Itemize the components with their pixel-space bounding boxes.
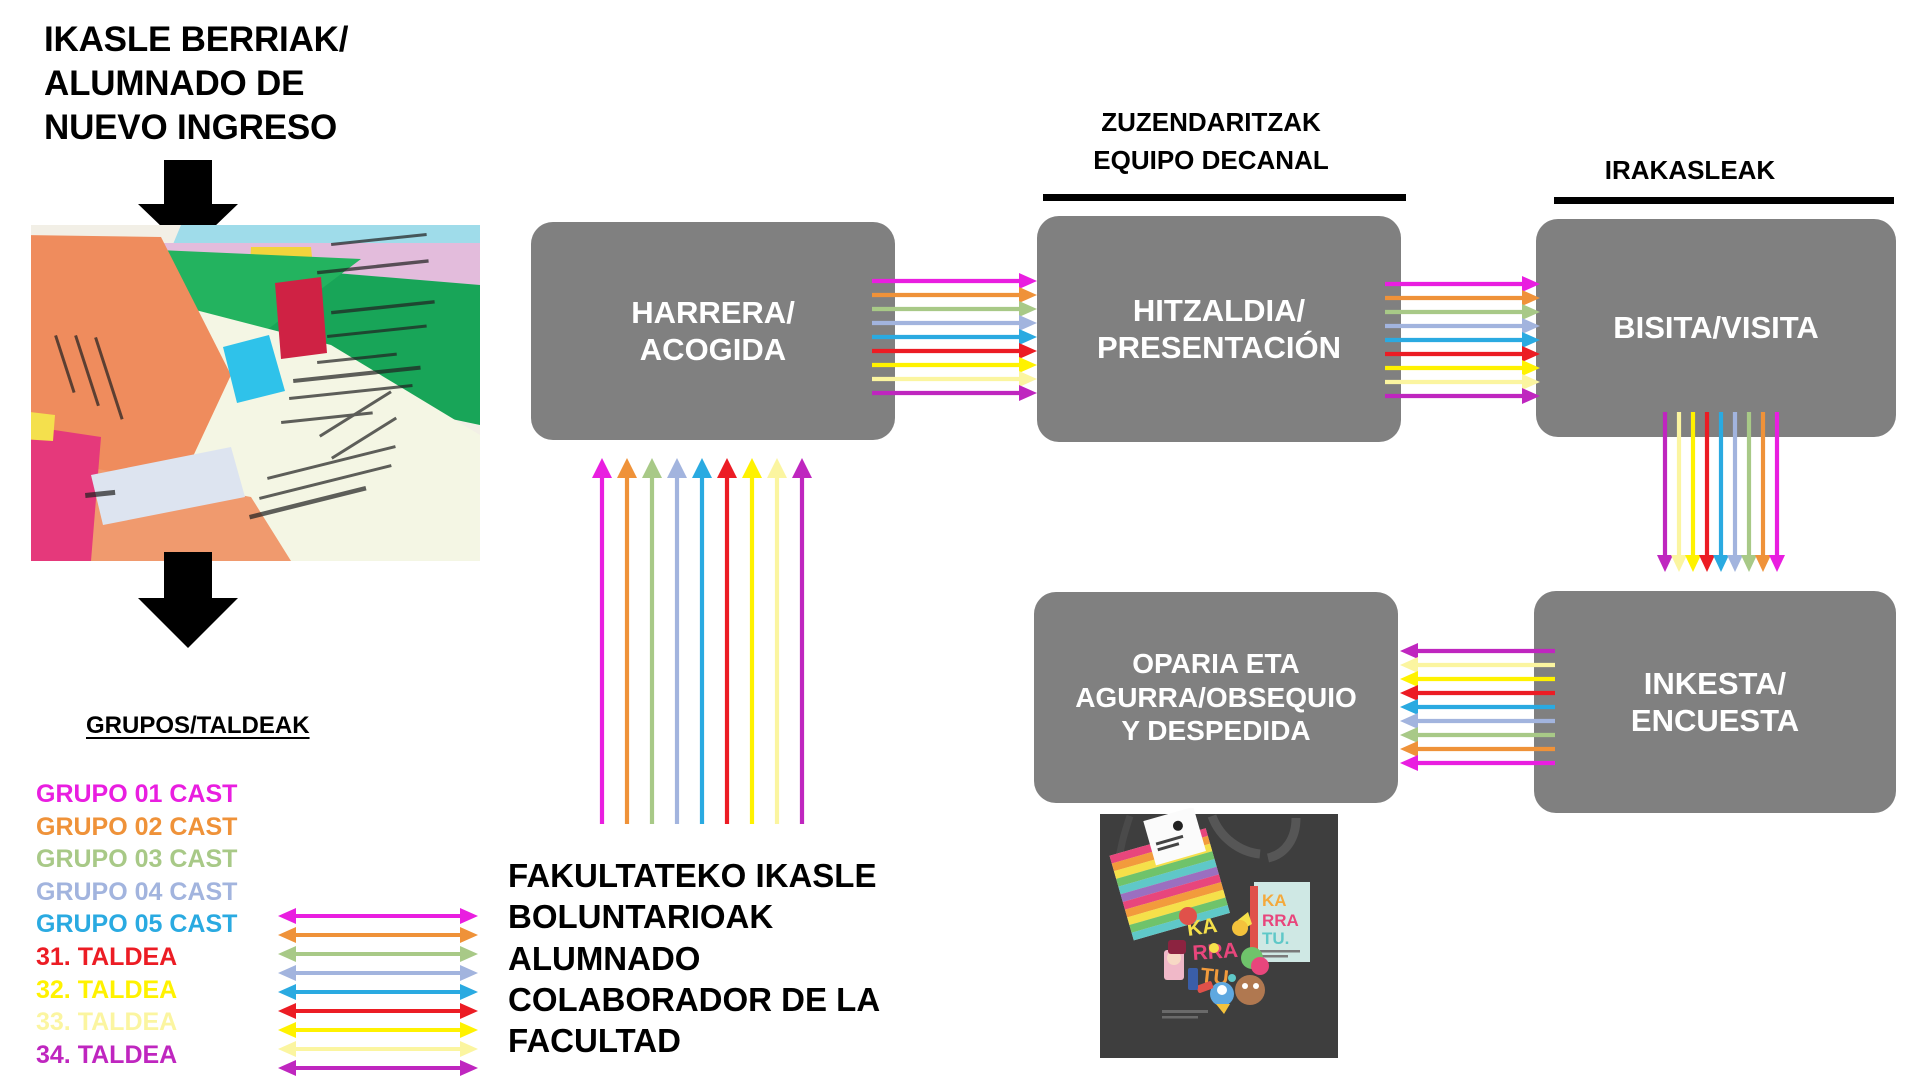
legend-item-label: GRUPO 03 CAST bbox=[36, 845, 238, 874]
flow-arrows-right bbox=[1385, 276, 1540, 404]
legend-item-label: 34. TALDEA bbox=[36, 1040, 178, 1069]
flow-hitzaldia-to-bisita bbox=[1385, 276, 1540, 404]
flow-harrera-to-hitzaldia bbox=[872, 273, 1037, 401]
page-title-line-1: IKASLE BERRIAK/ bbox=[44, 20, 349, 59]
flow-bisita-to-inkesta bbox=[1657, 412, 1785, 572]
box-oparia-line-3: Y DESPEDIDA bbox=[1121, 715, 1311, 747]
title-to-photo-arrow bbox=[138, 160, 238, 252]
volunteer-caption-line-4: COLABORADOR DE LA bbox=[508, 980, 881, 1018]
page-title: IKASLE BERRIAK/ ALUMNADO DE NUEVO INGRES… bbox=[44, 18, 464, 150]
flow-arrows-right bbox=[872, 273, 1037, 401]
legend-item-3: GRUPO 04 CAST bbox=[36, 876, 237, 909]
wristbands-photo-graphic bbox=[31, 225, 480, 561]
wristbands-photo bbox=[31, 225, 480, 561]
header-irakasleak-rule bbox=[1554, 197, 1894, 204]
header-zuzendaritzak-rule bbox=[1043, 194, 1406, 201]
box-oparia[interactable]: OPARIA ETA AGURRA/OBSEQUIO Y DESPEDIDA bbox=[1034, 592, 1398, 803]
legend-item-6: 32. TALDEA bbox=[36, 974, 237, 1007]
legend-item-label: GRUPO 05 CAST bbox=[36, 910, 238, 939]
volunteer-caption-line-5: FACULTAD bbox=[508, 1022, 681, 1059]
legend-item-label: GRUPO 02 CAST bbox=[36, 812, 238, 841]
svg-text:KA: KA bbox=[1262, 891, 1287, 910]
down-arrow-icon bbox=[138, 552, 238, 648]
legend-item-label: 31. TALDEA bbox=[36, 942, 178, 971]
page-title-line-3: NUEVO INGRESO bbox=[44, 108, 338, 148]
box-inkesta-line-2: ENCUESTA bbox=[1630, 703, 1800, 738]
svg-text:TU.: TU. bbox=[1262, 929, 1289, 948]
box-harrera-line-2: ACOGIDA bbox=[639, 332, 787, 367]
gift-bag-photo-graphic: KA RRA TU. KA RRA TU bbox=[1100, 808, 1338, 1082]
volunteer-caption-line-1: FAKULTATEKO IKASLE bbox=[508, 857, 877, 894]
flow-volunteers-up bbox=[592, 458, 812, 824]
legend-item-label: 32. TALDEA bbox=[36, 975, 178, 1004]
header-zuzendaritzak-line-1: ZUZENDARITZAK bbox=[1101, 107, 1321, 137]
legend-item-2: GRUPO 03 CAST bbox=[36, 843, 237, 876]
box-hitzaldia-line-1: HITZALDIA/ bbox=[1132, 292, 1306, 328]
box-oparia-line-1: OPARIA ETA bbox=[1132, 648, 1300, 680]
volunteer-caption: FAKULTATEKO IKASLE BOLUNTARIOAK ALUMNADO… bbox=[508, 855, 948, 1061]
box-hitzaldia[interactable]: HITZALDIA/ PRESENTACIÓN bbox=[1037, 216, 1401, 442]
header-irakasleak-line-1: IRAKASLEAK bbox=[1604, 155, 1776, 185]
box-harrera-line-1: HARRERA/ bbox=[631, 294, 795, 330]
legend-item-5: 31. TALDEA bbox=[36, 941, 237, 974]
box-harrera[interactable]: HARRERA/ ACOGIDA bbox=[531, 222, 895, 440]
legend-item-1: GRUPO 02 CAST bbox=[36, 811, 237, 844]
box-bisita-line-1: BISITA/VISITA bbox=[1613, 310, 1819, 346]
box-inkesta[interactable]: INKESTA/ ENCUESTA bbox=[1534, 591, 1896, 813]
volunteer-caption-line-2: BOLUNTARIOAK bbox=[508, 898, 774, 936]
flow-arrows-down bbox=[1657, 412, 1785, 572]
legend-item-label: GRUPO 01 CAST bbox=[36, 780, 238, 808]
legend-swatches bbox=[278, 908, 478, 1076]
box-hitzaldia-line-2: PRESENTACIÓN bbox=[1096, 330, 1341, 365]
legend-heading: GRUPOS/TALDEAK bbox=[86, 712, 310, 739]
legend-item-label: 33. TALDEA bbox=[36, 1008, 178, 1037]
box-inkesta-line-1: INKESTA/ bbox=[1643, 665, 1787, 701]
legend-item-4: GRUPO 05 CAST bbox=[36, 908, 237, 941]
header-zuzendaritzak-line-2: EQUIPO DECANAL bbox=[1093, 144, 1329, 175]
volunteer-caption-line-3: ALUMNADO bbox=[508, 939, 701, 977]
page-title-line-2: ALUMNADO DE bbox=[44, 64, 305, 104]
svg-text:RRA: RRA bbox=[1262, 911, 1299, 930]
box-oparia-line-2: AGURRA/OBSEQUIO bbox=[1075, 681, 1357, 713]
legend-item-8: 34. TALDEA bbox=[36, 1039, 237, 1072]
gift-bag-photo: KA RRA TU. KA RRA TU bbox=[1100, 808, 1338, 1082]
legend-item-0: GRUPO 01 CAST bbox=[36, 778, 237, 811]
header-zuzendaritzak: ZUZENDARITZAK EQUIPO DECANAL bbox=[1036, 104, 1386, 179]
legend-item-label: GRUPO 04 CAST bbox=[36, 877, 238, 906]
flow-arrows-left bbox=[1400, 643, 1555, 771]
flow-inkesta-to-oparia bbox=[1400, 643, 1555, 771]
photo-to-legend-arrow bbox=[138, 552, 238, 648]
header-irakasleak: IRAKASLEAK bbox=[1490, 152, 1890, 190]
legend-list: GRUPO 01 CAST GRUPO 02 CAST GRUPO 03 CAS… bbox=[36, 778, 237, 1071]
legend-swatch-arrows bbox=[278, 908, 478, 1076]
box-bisita[interactable]: BISITA/VISITA bbox=[1536, 219, 1896, 437]
flow-arrows-up bbox=[592, 458, 812, 824]
legend-item-7: 33. TALDEA bbox=[36, 1006, 237, 1039]
down-arrow-icon bbox=[138, 160, 238, 252]
